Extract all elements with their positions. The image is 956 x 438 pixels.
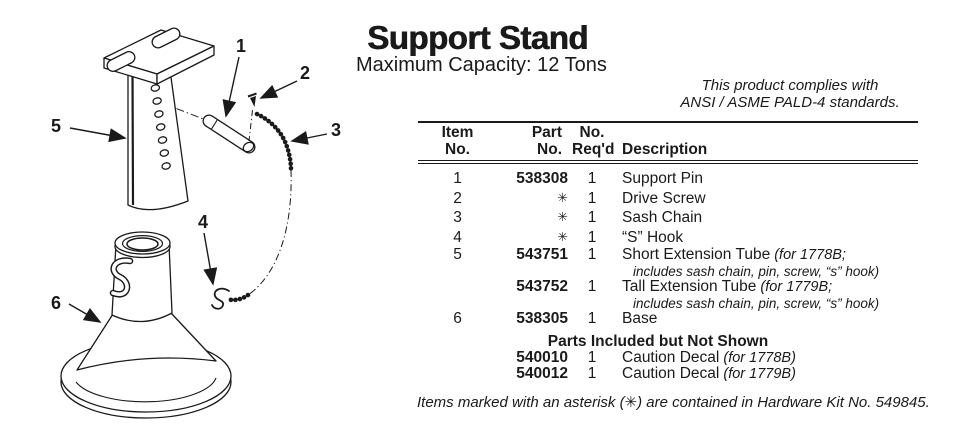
compliance-note: This product complies with ANSI / ASME P… xyxy=(625,77,955,111)
cell-qty: 1 xyxy=(587,348,597,366)
table-row: 3 ✳ 1 Sash Chain xyxy=(418,208,918,228)
capacity-subtitle: Maximum Capacity: 12 Tons xyxy=(356,54,607,76)
callout-arrow-6 xyxy=(68,303,102,323)
callout-arrow-1 xyxy=(222,56,240,118)
cell-part-no: 543751 xyxy=(516,246,568,263)
extension-tube-drawing xyxy=(103,27,215,211)
sash-chain-drawing xyxy=(224,111,294,303)
cell-part-no-asterisk: ✳ xyxy=(557,190,568,205)
cell-qty: 1 xyxy=(587,246,597,263)
cell-item-no: 3 xyxy=(453,209,462,226)
header-part-no: Part No. xyxy=(531,124,562,158)
cell-description: Sash Chain xyxy=(622,209,703,226)
header-item-no: Item No. xyxy=(441,124,474,158)
cell-description: Tall Extension Tube(for 1779B; xyxy=(622,278,833,295)
cell-description: Support Pin xyxy=(622,170,703,187)
cell-description: Caution Decal(for 1779B) xyxy=(622,364,796,382)
table-row-continuation: includes sash chain, pin, screw, “s” hoo… xyxy=(418,296,918,312)
table-row: 4 ✳ 1 “S” Hook xyxy=(418,228,918,248)
table-row: 1 538308 1 Support Pin xyxy=(418,169,918,189)
cell-qty: 1 xyxy=(587,310,597,327)
cell-qty: 1 xyxy=(587,209,597,226)
parts-table: Item No. Part No. No. Req'd Description … xyxy=(418,121,918,382)
cell-qty: 1 xyxy=(587,228,597,246)
compliance-line-2: ANSI / ASME PALD-4 standards. xyxy=(680,93,900,111)
table-row: 2 ✳ 1 Drive Screw xyxy=(418,189,918,209)
callout-arrow-2 xyxy=(259,80,298,99)
cell-part-no: 540012 xyxy=(516,364,568,382)
cell-description-continuation: includes sash chain, pin, screw, “s” hoo… xyxy=(633,263,880,279)
callout-label-3: 3 xyxy=(331,120,341,140)
parts-table-header: Item No. Part No. No. Req'd Description xyxy=(418,121,918,164)
cell-part-no-asterisk: ✳ xyxy=(557,210,568,224)
table-row: 6 538305 1 Base xyxy=(418,310,918,328)
cell-item-no xyxy=(418,279,497,296)
support-pin-drawing xyxy=(202,114,256,154)
cell-part-no: 538305 xyxy=(516,310,568,327)
cell-item-no: 6 xyxy=(453,310,462,327)
parts-table-body: 1 538308 1 Support Pin 2 ✳ 1 Drive Screw… xyxy=(418,164,918,382)
callout-label-5: 5 xyxy=(51,116,61,136)
table-row-continuation: includes sash chain, pin, screw, “s” hoo… xyxy=(418,264,918,280)
callout-arrow-3 xyxy=(290,131,328,145)
description-note: (for 1779B; xyxy=(760,279,833,295)
header-qty: No. Req'd xyxy=(572,124,615,158)
description-note: (for 1779B) xyxy=(723,365,796,382)
table-row: 543752 1 Tall Extension Tube(for 1779B; xyxy=(418,278,918,296)
cell-item-no: 2 xyxy=(453,189,462,207)
s-hook-drawing xyxy=(211,287,230,310)
cell-item-no: 1 xyxy=(453,170,462,187)
page-title: Support Stand xyxy=(367,19,588,56)
cell-description: Base xyxy=(622,310,658,327)
callouts: 1 2 3 4 5 6 xyxy=(51,36,341,323)
compliance-line-1: This product complies with xyxy=(701,77,879,94)
callout-label-4: 4 xyxy=(198,212,208,232)
cell-qty: 1 xyxy=(587,189,597,207)
cell-description: Short Extension Tube(for 1778B; xyxy=(622,246,846,263)
cell-qty: 1 xyxy=(587,170,597,187)
exploded-view-diagram: 1 2 3 4 5 6 xyxy=(51,27,341,419)
drive-screw-drawing xyxy=(247,92,257,142)
table-row-hidden-part: 540012 1 Caution Decal(for 1779B) xyxy=(418,364,918,382)
base-drawing xyxy=(60,231,232,419)
callout-arrow-4 xyxy=(203,232,218,286)
callout-label-1: 1 xyxy=(236,36,246,56)
cell-part-no-asterisk: ✳ xyxy=(557,229,568,244)
cell-description: Drive Screw xyxy=(622,189,706,207)
cell-item-no xyxy=(418,366,497,382)
cell-qty: 1 xyxy=(587,364,597,382)
table-row: 5 543751 1 Short Extension Tube(for 1778… xyxy=(418,246,918,264)
asterisk-footnote: Items marked with an asterisk (✳) are co… xyxy=(417,394,930,411)
callout-arrow-5 xyxy=(69,127,127,143)
cell-description-continuation: includes sash chain, pin, screw, “s” hoo… xyxy=(633,295,880,311)
section-header-not-shown: Parts Included but Not Shown xyxy=(547,332,769,350)
description-note: (for 1778B; xyxy=(774,247,846,263)
header-description: Description xyxy=(622,140,708,158)
cell-description: Caution Decal(for 1778B) xyxy=(622,348,796,366)
cell-qty: 1 xyxy=(587,278,597,295)
callout-label-6: 6 xyxy=(51,293,61,313)
cell-item-no xyxy=(418,350,497,366)
cell-part-no: 540010 xyxy=(516,348,568,366)
cell-item-no: 5 xyxy=(453,246,462,263)
cell-description: “S” Hook xyxy=(622,228,684,246)
callout-label-2: 2 xyxy=(300,63,310,83)
cell-item-no: 4 xyxy=(453,228,462,246)
cell-part-no: 543752 xyxy=(516,278,568,295)
cell-part-no: 538308 xyxy=(516,170,568,187)
description-note: (for 1778B) xyxy=(723,349,796,366)
table-row-hidden-part: 540010 1 Caution Decal(for 1778B) xyxy=(418,348,918,366)
